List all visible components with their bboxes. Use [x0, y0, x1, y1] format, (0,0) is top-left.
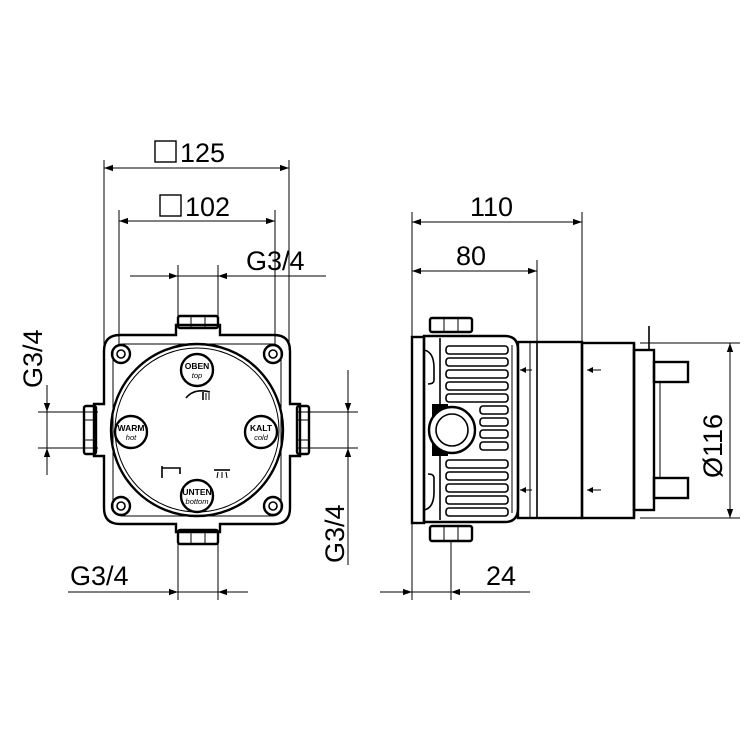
port-right-sub: cold	[254, 433, 269, 442]
arrow-left-icon	[520, 367, 532, 373]
dimension-inner-square: 102	[119, 192, 275, 225]
port-top: OBEN top	[179, 352, 215, 388]
dimension-top-connection: G3/4	[130, 246, 326, 280]
mounting-hole-icon	[110, 495, 132, 517]
top-g34-label: G3/4	[246, 246, 305, 276]
port-right: KALT cold	[243, 414, 279, 450]
stem-housing	[632, 348, 656, 512]
dimension-bottom-offset: 24	[380, 561, 530, 596]
dimension-overall-depth: 110	[412, 192, 582, 226]
side-view: 110 80 Ø116 24	[380, 192, 740, 600]
mounting-hole-icon	[262, 495, 284, 517]
top-pin	[652, 360, 690, 384]
port-left-label: WARM	[118, 423, 145, 433]
dim-102-label: 102	[185, 192, 230, 222]
front-view: 125 102 G3/4 G3/4	[18, 138, 358, 600]
dimension-body-depth: 80	[412, 241, 537, 275]
square-symbol-icon	[154, 140, 177, 163]
dimension-left-connection: G3/4	[18, 329, 98, 475]
port-bottom-label: UNTEN	[182, 487, 211, 497]
back-plate	[410, 335, 426, 525]
port-top-sub: top	[192, 371, 202, 380]
port-right-label: KALT	[250, 423, 273, 433]
port-left: WARM hot	[113, 414, 149, 450]
housing-outline	[92, 323, 302, 534]
dim-80-label: 80	[456, 241, 486, 271]
dim-24-label: 24	[486, 561, 516, 591]
dim-110-label: 110	[470, 192, 513, 222]
arrow-left-icon	[587, 487, 601, 493]
bottom-pin	[652, 476, 690, 500]
front-body	[516, 340, 584, 520]
body-circle	[109, 342, 285, 518]
port-bottom-sub: bottom	[186, 497, 209, 506]
bottom-g34-label: G3/4	[70, 561, 129, 591]
dim-diameter-label: Ø116	[698, 414, 728, 478]
port-bottom: UNTEN bottom	[179, 478, 215, 514]
arrow-left-icon	[520, 487, 532, 493]
side-port	[427, 404, 477, 456]
dimension-right-connection: G3/4	[297, 370, 358, 565]
mounting-hole-icon	[262, 343, 284, 365]
port-left-sub: hot	[126, 433, 137, 442]
port-top-label: OBEN	[185, 361, 210, 371]
dim-125-label: 125	[180, 138, 225, 168]
bath-spout-icon	[161, 466, 181, 478]
dimension-outer-square: 125	[104, 138, 289, 172]
dimension-bottom-connection: G3/4	[68, 540, 248, 600]
right-g34-label: G3/4	[320, 504, 350, 563]
left-g34-label: G3/4	[18, 329, 48, 388]
body-ribs	[445, 345, 509, 517]
arrow-left-icon	[587, 367, 601, 373]
hand-shower-icon	[214, 469, 230, 479]
shower-icon	[185, 390, 211, 400]
dimension-diameter: Ø116	[698, 343, 734, 518]
mounting-hole-icon	[110, 343, 132, 365]
square-symbol-icon	[159, 194, 182, 217]
